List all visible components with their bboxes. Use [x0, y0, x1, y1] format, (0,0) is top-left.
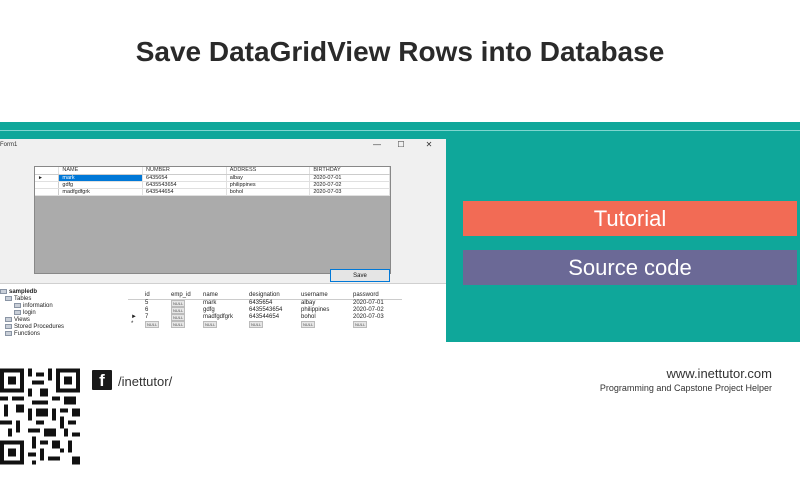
table-row[interactable]: gdfg 6435543654 philippines 2020-07-02 [35, 181, 390, 189]
db-cell[interactable]: madfgdfgrk [203, 314, 234, 320]
tree-views-node[interactable]: Views [0, 317, 125, 324]
grid-cell[interactable]: 2020-07-02 [309, 181, 390, 189]
website-link[interactable]: www.inettutor.com [666, 366, 773, 381]
save-button[interactable]: Save [330, 269, 390, 282]
grid-col-header[interactable]: ADDRESS [226, 167, 311, 175]
tutorial-button[interactable]: Tutorial [463, 201, 797, 236]
db-col-header: designation [246, 291, 298, 300]
db-cell[interactable]: NULL [171, 320, 186, 328]
minimize-icon[interactable]: — [373, 140, 381, 149]
db-cell[interactable]: NULL [203, 320, 218, 328]
db-cell[interactable]: 6435543654 [249, 307, 283, 313]
db-col-header: username [298, 291, 350, 300]
screenshot-panel: Form1 — ☐ ✕ NAME NUMBER ADDRESS BIRTHDAY… [0, 139, 446, 342]
tree-procedures-node[interactable]: Stored Procedures [0, 324, 125, 331]
db-cell[interactable]: NULL [171, 299, 186, 307]
row-header [35, 181, 60, 189]
source-code-button[interactable]: Source code [463, 250, 797, 285]
table-row-new[interactable]: * NULL NULL NULL NULL NULL NULL [128, 320, 402, 328]
db-cell[interactable]: NULL [249, 320, 264, 328]
folder-icon [5, 331, 12, 337]
row-selector-icon: ► [35, 174, 60, 182]
db-header-row: id emp_id name designation username pass… [128, 291, 402, 300]
db-cell[interactable]: NULL [171, 306, 186, 314]
db-cell[interactable]: 7 [145, 314, 149, 320]
db-cell[interactable]: 2020-07-01 [353, 300, 384, 306]
grid-header-row: NAME NUMBER ADDRESS BIRTHDAY [35, 167, 390, 175]
tree-tables-node[interactable]: Tables [0, 296, 125, 303]
tree-table-information[interactable]: information [0, 303, 125, 310]
grid-cell[interactable]: madfgdfgrk [58, 188, 144, 196]
database-icon [0, 289, 7, 294]
tree-db-node[interactable]: sampledb [0, 289, 125, 296]
table-row[interactable]: 5 NULL mark 6435654 albay 2020-07-01 [128, 299, 402, 307]
object-explorer: sampledb Tables information login Views … [0, 289, 125, 339]
folder-icon [5, 317, 12, 323]
new-row-icon: * [131, 321, 134, 327]
grid-cell[interactable]: albay [226, 174, 311, 182]
qr-code-icon [0, 368, 80, 465]
grid-cell[interactable]: 2020-07-03 [309, 188, 390, 196]
db-col-header: emp_id [168, 291, 200, 300]
table-row[interactable]: ► 7 NULL madfgdfgrk 643544654 bohol 2020… [128, 313, 402, 321]
db-cell[interactable]: NULL [353, 320, 368, 328]
table-row[interactable]: ► mark 6435654 albay 2020-07-01 [35, 174, 390, 182]
db-col-header: password [350, 291, 402, 300]
form-title: Form1 [0, 142, 18, 148]
grid-cell[interactable]: philippines [226, 181, 311, 189]
grid-col-header[interactable]: NUMBER [142, 167, 227, 175]
table-row[interactable]: madfgdfgrk 643544654 bohol 2020-07-03 [35, 188, 390, 196]
db-cell[interactable]: gdfg [203, 307, 215, 313]
folder-icon [5, 324, 12, 330]
tree-table-login[interactable]: login [0, 310, 125, 317]
grid-cell[interactable]: mark [58, 174, 144, 182]
db-cell[interactable]: mark [203, 300, 217, 306]
table-icon [14, 310, 21, 316]
grid-cell[interactable]: 6435654 [142, 174, 227, 182]
db-cell[interactable]: 2020-07-03 [353, 314, 384, 320]
facebook-handle[interactable]: /inettutor/ [118, 374, 173, 389]
db-cell[interactable]: NULL [301, 320, 316, 328]
datagridview[interactable]: NAME NUMBER ADDRESS BIRTHDAY ► mark 6435… [34, 166, 391, 274]
table-row[interactable]: 6 NULL gdfg 6435543654 philippines 2020-… [128, 306, 402, 314]
db-cell[interactable]: 2020-07-02 [353, 307, 384, 313]
grid-cell[interactable]: gdfg [58, 181, 144, 189]
db-cell[interactable]: 643544654 [249, 314, 280, 320]
row-selector-icon: ► [131, 314, 137, 320]
row-marker [128, 299, 142, 307]
row-header [35, 188, 60, 196]
db-cell[interactable]: NULL [171, 313, 186, 321]
form-window: Form1 — ☐ ✕ NAME NUMBER ADDRESS BIRTHDAY… [0, 139, 446, 284]
database-table-grid[interactable]: id emp_id name designation username pass… [128, 291, 446, 331]
facebook-icon[interactable]: f [92, 370, 112, 390]
grid-col-header[interactable]: BIRTHDAY [309, 167, 390, 175]
band-divider [0, 130, 800, 131]
grid-cell[interactable]: bohol [226, 188, 311, 196]
db-cell[interactable]: 6435654 [249, 300, 273, 306]
db-col-header: name [200, 291, 246, 300]
db-cell[interactable]: NULL [145, 320, 160, 328]
db-cell[interactable]: philippines [301, 307, 330, 313]
grid-cell[interactable]: 643544654 [142, 188, 227, 196]
close-icon[interactable]: ✕ [425, 140, 433, 149]
grid-col-header[interactable]: NAME [58, 167, 144, 175]
tree-functions-node[interactable]: Functions [0, 331, 125, 338]
db-col-header: id [142, 291, 168, 300]
page-title: Save DataGridView Rows into Database [135, 36, 665, 67]
grid-cell[interactable]: 6435543654 [142, 181, 227, 189]
tagline: Programming and Capstone Project Helper [599, 383, 772, 393]
table-icon [14, 303, 21, 309]
db-cell[interactable]: 5 [145, 300, 149, 306]
grid-cell[interactable]: 2020-07-01 [309, 174, 390, 182]
db-cell[interactable]: 6 [145, 307, 149, 313]
folder-icon [5, 296, 12, 302]
row-marker [128, 307, 142, 314]
maximize-icon[interactable]: ☐ [397, 140, 405, 149]
db-cell[interactable]: albay [301, 300, 316, 306]
db-cell[interactable]: bohol [301, 314, 316, 320]
